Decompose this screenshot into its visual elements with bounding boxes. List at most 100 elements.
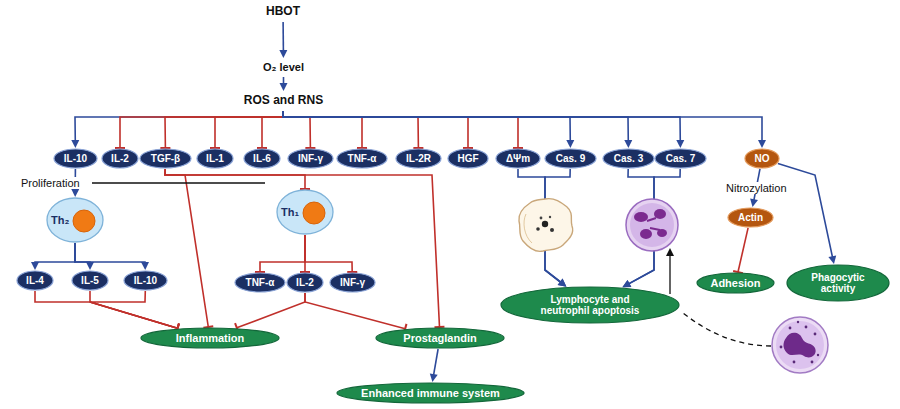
step-label: ROS and RNS: [244, 94, 323, 108]
cytokine-ellipse: Cas. 3: [602, 148, 655, 169]
inhibition-connector: [305, 293, 406, 334]
ellipse-shape: [496, 149, 540, 168]
connector-line: [262, 111, 283, 148]
ellipse-shape: [603, 149, 654, 168]
connector-line: [778, 163, 833, 258]
cytokine-ellipse: TGF-β: [139, 148, 192, 169]
outcome-ellipse: Enhanced immune system: [336, 382, 525, 404]
ellipse-shape: [124, 271, 167, 290]
connector-line: [283, 111, 570, 142]
inhibition-connector: [35, 291, 179, 333]
ellipse-shape: [545, 149, 596, 168]
inhibition-connector: [165, 169, 213, 328]
activation-connector: [75, 243, 94, 270]
molecule-ellipse: NO: [744, 148, 780, 169]
node-label: TGF-β: [151, 153, 180, 165]
cell-nucleus: [73, 210, 95, 232]
cytokine-ellipse: INF-γ: [287, 148, 334, 169]
connector-line: [283, 111, 762, 142]
ellipse-shape: [141, 328, 279, 348]
ellipse-shape: [330, 273, 375, 292]
step-label: O₂ level: [263, 61, 304, 74]
inhibition-connector: [210, 111, 283, 148]
node-label: Th₁: [281, 206, 299, 219]
arrow-head: [558, 279, 567, 287]
node-label: Actin: [738, 212, 763, 224]
activation-connector: [75, 243, 149, 270]
ellipse-shape: [72, 271, 108, 290]
arrow-head: [828, 255, 836, 264]
ellipse-shape: [140, 149, 191, 168]
activation-connector: [279, 22, 287, 58]
inhibition-connector: [257, 111, 283, 148]
outcome-ellipse: Lymphocyte and neutrophil apoptosis: [500, 286, 680, 324]
ellipse-shape: [288, 149, 333, 168]
activation-connector: [280, 77, 288, 91]
node-label: IL-1: [206, 153, 224, 165]
arrow-head: [558, 279, 567, 287]
activation-connector: [778, 163, 836, 264]
dashed-link: [683, 313, 771, 346]
outcome-ellipse: Inflammation: [140, 327, 280, 349]
arrow-head: [624, 140, 632, 148]
node-label: Th₂: [51, 214, 69, 227]
node-label: IL-4: [26, 275, 44, 287]
arrow-head: [71, 140, 79, 148]
connector-line: [75, 111, 283, 142]
node-label: IL-2: [111, 153, 129, 165]
cytokine-ellipse: IL-1: [196, 148, 234, 169]
activation-connector: [430, 349, 438, 382]
connector-line: [433, 349, 438, 376]
inhibition-connector: [235, 293, 305, 333]
connector-line: [282, 22, 284, 52]
outcome-ellipse: Prostaglandin: [375, 327, 505, 349]
cytokine-ellipse: IL-4: [16, 270, 54, 291]
cytokine-ellipse: IL-2: [101, 148, 139, 169]
connector-line: [165, 169, 440, 327]
ellipse-shape: [102, 149, 138, 168]
node-label: IL-10: [64, 153, 87, 165]
inhibition-connector: [115, 111, 283, 148]
apoptotic-lymphocyte: [519, 199, 573, 252]
node-label: Lymphocyte and neutrophil apoptosis: [525, 294, 655, 317]
t-helper-cell: Th₁: [276, 189, 334, 235]
inhibition-connector: [160, 111, 283, 148]
arrow-head: [86, 262, 94, 270]
outcome-ellipse: Phagocytic activity: [786, 264, 890, 302]
inhibition-connector: [90, 291, 179, 333]
cytokine-ellipse: TNF-α: [234, 272, 286, 293]
cell-body: [47, 198, 103, 242]
connector-line: [260, 235, 305, 272]
connector-line: [305, 293, 405, 329]
node-label: IL-10: [134, 275, 157, 287]
arrow-head: [566, 140, 574, 148]
activation-connector: [71, 111, 283, 148]
arrow-head: [141, 262, 149, 270]
connector-line: [283, 111, 680, 142]
neutrophil: [772, 317, 828, 373]
arrow-head: [622, 280, 631, 287]
arrow-head: [279, 50, 287, 58]
cytokine-ellipse: Cas. 9: [544, 148, 597, 169]
node-label: Inflammation: [176, 332, 244, 345]
ellipse-shape: [655, 149, 706, 168]
process-text: HBOT: [263, 4, 303, 20]
inhibition-connector: [305, 235, 357, 272]
inhibition-connector: [255, 235, 305, 272]
node-label: ΔΨm: [506, 153, 530, 165]
t-helper-cell: Th₂: [46, 197, 104, 243]
node-label: Phagocytic activity: [803, 272, 873, 295]
edge-label: Nitrozylation: [724, 182, 789, 194]
node-label: NO: [755, 153, 770, 165]
ellipse-shape: [337, 149, 387, 168]
ellipse-shape: [396, 149, 441, 168]
ellipse-shape: [244, 149, 280, 168]
cytokine-ellipse: IL-6: [243, 148, 281, 169]
node-label: IL-2: [296, 277, 314, 289]
apoptotic-neutrophil: [626, 199, 678, 251]
arrow-head: [430, 373, 438, 382]
annotation-label: Proliferation: [19, 177, 82, 189]
process-text: ROS and RNS: [241, 93, 326, 109]
